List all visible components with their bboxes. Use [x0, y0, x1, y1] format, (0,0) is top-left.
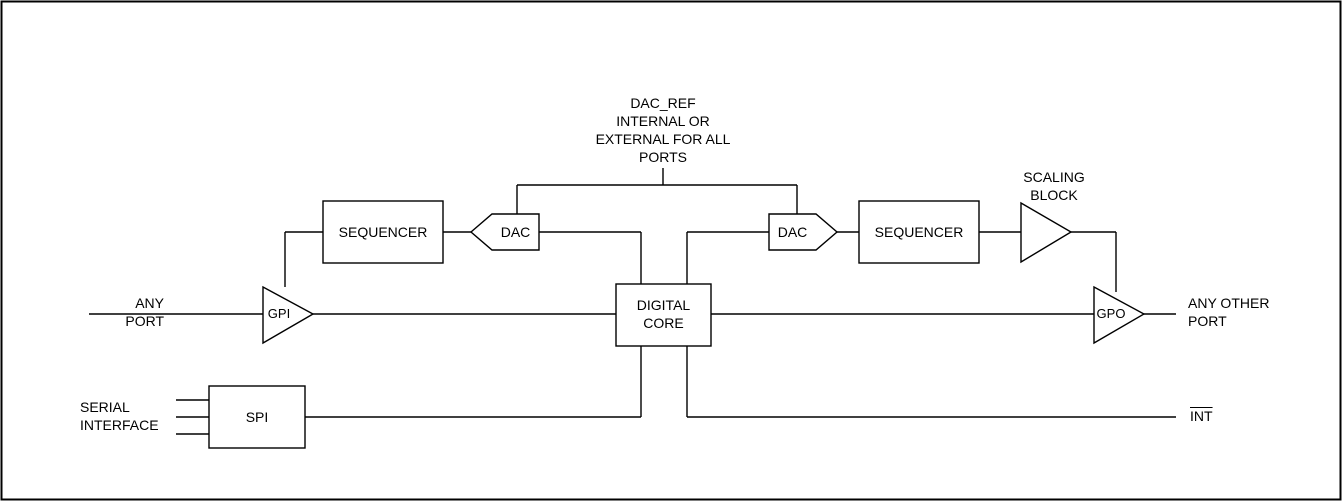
dac-right-shape — [768, 213, 839, 251]
serial-line2: INTERFACE — [80, 417, 159, 433]
dac-ref-label: DAC_REF INTERNAL OR EXTERNAL FOR ALL POR… — [563, 94, 763, 166]
any-port-label: ANY PORT — [100, 294, 164, 330]
any-port-line1: ANY — [135, 295, 164, 311]
gpo-triangle — [1093, 285, 1146, 345]
dac-ref-line1: DAC_REF — [630, 95, 696, 111]
sequencer-right-text: SEQUENCER — [874, 224, 964, 240]
gpi-triangle — [262, 285, 315, 345]
dac-left-shape — [469, 213, 540, 251]
int-label: INT — [1190, 408, 1213, 424]
serial-line1: SERIAL — [80, 399, 130, 415]
digital-core-line2: CORE — [643, 315, 684, 331]
any-other-port-label: ANY OTHER PORT — [1188, 294, 1308, 330]
scaling-block-label: SCALING BLOCK — [1004, 168, 1104, 204]
spi-text: SPI — [245, 409, 269, 425]
scaling-triangle — [1020, 201, 1073, 264]
any-other-port-line1: ANY OTHER — [1188, 295, 1270, 311]
scaling-line1: SCALING — [1023, 169, 1085, 185]
dac-ref-line3: EXTERNAL FOR ALL — [595, 131, 731, 147]
serial-interface-label: SERIAL INTERFACE — [80, 398, 180, 434]
digital-core-box — [615, 283, 712, 347]
scaling-line2: BLOCK — [1030, 187, 1078, 203]
dac-ref-line4: PORTS — [639, 149, 687, 165]
any-other-port-line2: PORT — [1188, 313, 1227, 329]
digital-core-line1: DIGITAL — [636, 297, 691, 313]
gpo-text: GPO — [1096, 306, 1126, 321]
sequencer-left-text: SEQUENCER — [338, 224, 428, 240]
sequencer-left-box — [322, 200, 444, 264]
digital-core-text: DIGITAL CORE — [616, 296, 711, 332]
dac-right-text: DAC — [777, 224, 808, 240]
gpi-text: GPI — [267, 306, 291, 321]
spi-box — [208, 385, 306, 449]
any-port-line2: PORT — [125, 313, 164, 329]
dac-left-text: DAC — [500, 224, 531, 240]
dac-ref-line2: INTERNAL OR — [616, 113, 710, 129]
sequencer-right-box — [858, 200, 980, 264]
